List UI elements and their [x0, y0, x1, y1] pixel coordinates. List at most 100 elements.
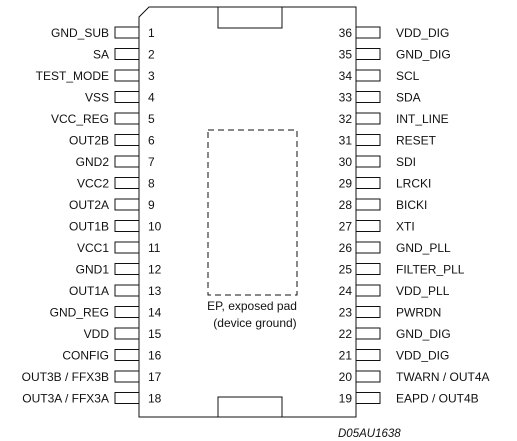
pin-17-number: 17 — [148, 370, 162, 384]
pin-2-lead — [114, 48, 140, 60]
pin-25-number: 25 — [339, 263, 353, 277]
pin-4-lead — [114, 91, 140, 103]
pin-9-number: 9 — [148, 198, 155, 212]
exposed-pad-sublabel: (device ground) — [213, 316, 296, 330]
pin-19-lead — [355, 392, 381, 404]
pin-2-number: 2 — [148, 48, 155, 62]
pin-26-number: 26 — [339, 241, 353, 255]
pin-28-number: 28 — [339, 198, 353, 212]
pin-6-number: 6 — [148, 134, 155, 148]
pin-9-lead — [114, 198, 140, 211]
pin-11-number: 11 — [148, 241, 161, 255]
pin-11-label: VCC1 — [77, 241, 109, 255]
pin-13-label: OUT1A — [69, 284, 109, 298]
pin-1-label: GND_SUB — [51, 26, 109, 40]
pin-9-label: OUT2A — [69, 198, 109, 212]
pin-30-label: SDI — [396, 155, 416, 169]
pin-36-label: VDD_DIG — [396, 26, 449, 40]
pin-20-number: 20 — [339, 370, 353, 384]
pin-18-label: OUT3A / FFX3A — [22, 392, 109, 406]
pin-31-lead — [355, 134, 381, 146]
pin-30-lead — [355, 155, 381, 168]
pin-32-label: INT_LINE — [396, 112, 449, 126]
pin-24-lead — [355, 284, 381, 297]
pin-4-number: 4 — [148, 91, 155, 105]
pin-29-number: 29 — [339, 177, 353, 191]
pin-16-number: 16 — [148, 349, 162, 363]
pin-5-label: VCC_REG — [51, 112, 109, 126]
pin-27-lead — [355, 220, 381, 232]
pin-6-label: OUT2B — [69, 134, 109, 148]
pin-6-lead — [114, 134, 140, 146]
left-pin-group: 1GND_SUB2SA3TEST_MODE4VSS5VCC_REG6OUT2B7… — [22, 26, 162, 406]
pin-26-label: GND_PLL — [396, 241, 451, 255]
pin-5-lead — [114, 112, 140, 125]
pin-5-number: 5 — [148, 112, 155, 126]
pin-15-label: VDD — [84, 327, 110, 341]
pin-28-lead — [355, 198, 381, 211]
pin-23-lead — [355, 306, 381, 318]
pin-15-number: 15 — [148, 327, 162, 341]
pin-33-label: SDA — [396, 91, 421, 105]
pin-3-lead — [114, 69, 140, 82]
pin-33-number: 33 — [339, 91, 353, 105]
pin-11-lead — [114, 241, 140, 254]
pin-34-lead — [355, 69, 381, 82]
exposed-pad-outline — [207, 129, 298, 296]
pin-12-lead — [114, 263, 140, 275]
pin-36-number: 36 — [339, 26, 353, 40]
pin-21-label: VDD_DIG — [396, 349, 449, 363]
pin-30-number: 30 — [339, 155, 353, 169]
pin-34-number: 34 — [339, 69, 353, 83]
pin-17-lead — [114, 370, 140, 383]
pin-12-label: GND1 — [76, 263, 110, 277]
pin-34-label: SCL — [396, 69, 420, 83]
pin-1-lead — [114, 26, 140, 39]
drawing-code: D05AU1638 — [338, 428, 401, 440]
pin-16-lead — [114, 349, 140, 361]
pin-24-label: VDD_PLL — [396, 284, 450, 298]
pin-10-number: 10 — [148, 220, 162, 234]
bottom-heatsink-tab — [217, 396, 283, 418]
pin-36-lead — [355, 26, 381, 39]
pin-22-number: 22 — [339, 327, 353, 341]
pin-32-number: 32 — [339, 112, 353, 126]
pin-7-lead — [114, 155, 140, 168]
pin-14-lead — [114, 306, 140, 318]
pin-18-lead — [114, 392, 140, 404]
top-heatsink-tab — [217, 6, 283, 29]
pin-23-number: 23 — [339, 306, 353, 320]
pin-35-label: GND_DIG — [396, 48, 451, 62]
pin-14-label: GND_REG — [50, 306, 109, 320]
pin-19-number: 19 — [339, 392, 353, 406]
exposed-pad-label: EP, exposed pad — [207, 299, 297, 313]
pin-10-label: OUT1B — [69, 220, 109, 234]
pin-7-number: 7 — [148, 155, 155, 169]
pin-1-number: 1 — [148, 26, 155, 40]
pin-31-label: RESET — [396, 134, 437, 148]
pin-4-label: VSS — [85, 91, 109, 105]
pin-21-number: 21 — [339, 349, 353, 363]
pin-13-number: 13 — [148, 284, 162, 298]
pin-14-number: 14 — [148, 306, 162, 320]
pin-20-lead — [355, 370, 381, 383]
pin-26-lead — [355, 241, 381, 254]
pin-24-number: 24 — [339, 284, 353, 298]
pin-35-number: 35 — [339, 48, 353, 62]
pin-2-label: SA — [93, 48, 109, 62]
pin-27-label: XTI — [396, 220, 415, 234]
pin-33-lead — [355, 91, 381, 103]
pin-20-label: TWARN / OUT4A — [396, 370, 490, 384]
pin-29-label: LRCKI — [396, 177, 431, 191]
pin-15-lead — [114, 327, 140, 340]
pin-29-lead — [355, 177, 381, 189]
pin-31-number: 31 — [339, 134, 353, 148]
pin-23-label: PWRDN — [396, 306, 441, 320]
pin-10-lead — [114, 220, 140, 232]
pin-21-lead — [355, 349, 381, 361]
pin-3-number: 3 — [148, 69, 155, 83]
pin-27-number: 27 — [339, 220, 353, 234]
pin-19-label: EAPD / OUT4B — [396, 392, 479, 406]
